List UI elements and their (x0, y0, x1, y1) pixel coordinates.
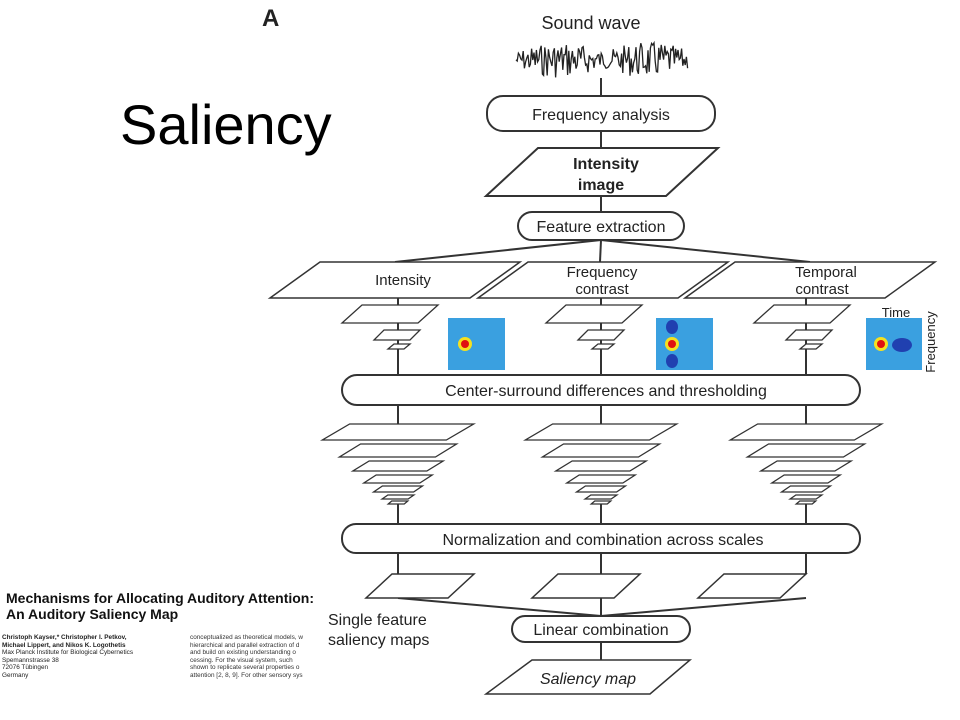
paper-excerpt: Mechanisms for Allocating Auditory Atten… (0, 586, 318, 720)
scale-level (589, 500, 613, 505)
kernel-intensity (448, 318, 505, 370)
paper-body-line: conceptualized as theoretical models, w (190, 634, 303, 641)
linear-combination-box (511, 615, 691, 643)
scale-level (727, 423, 885, 441)
feature-panel-temporal (682, 261, 938, 299)
single-feature-label-2: saliency maps (328, 632, 429, 649)
paper-authors: Christoph Kayser,* Christopher I. Petkov… (2, 634, 177, 680)
single-feature-label-1: Single feature (328, 612, 427, 629)
intensity-image-label-2: image (578, 177, 624, 194)
scale-level (540, 443, 662, 458)
scale-level (769, 474, 843, 484)
feature-label-frequency-2: contrast (575, 281, 629, 298)
connector-line (600, 597, 807, 617)
scale-level (779, 485, 833, 493)
connector-line (600, 239, 811, 263)
scale-level (794, 500, 818, 505)
paper-affiliation-line: Germany (2, 671, 29, 679)
kernel-temporal-contrast (866, 318, 922, 370)
scale-level (371, 485, 425, 493)
paper-body-line: hierarchical and parallel extraction of … (190, 641, 300, 649)
paper-title-line: Mechanisms for Allocating Auditory Atten… (6, 590, 315, 606)
feature-label-intensity: Intensity (375, 272, 431, 289)
center-surround-box (341, 374, 861, 406)
intensity-image-label-1: Intensity (573, 156, 639, 173)
connector-line (397, 597, 602, 617)
scale-level (788, 494, 824, 500)
pyramid-level (340, 304, 440, 324)
kernel-frequency-axis-label: Frequency (923, 311, 938, 373)
saliency-map-panel (483, 659, 693, 695)
paper-author-line: Michael Lippert, and Nikos K. Logothetis (2, 641, 126, 649)
normalization-label: Normalization and combination across sca… (442, 532, 763, 549)
linear-combination-label: Linear combination (533, 622, 668, 639)
scale-level (319, 423, 477, 441)
feature-extraction-label: Feature extraction (537, 219, 666, 236)
paper-body-text: conceptualized as theoretical models, w … (190, 634, 315, 680)
scale-level (583, 494, 619, 500)
feature-label-temporal-1: Temporal (795, 264, 857, 281)
scale-level (380, 494, 416, 500)
paper-title-line: An Auditory Saliency Map (6, 606, 179, 622)
scale-level (522, 423, 680, 441)
scale-level (386, 500, 410, 505)
connector-line (394, 239, 602, 263)
sound-wave-label: Sound wave (541, 13, 640, 33)
single-feature-map-intensity (364, 573, 476, 599)
normalization-box (341, 523, 861, 554)
pyramid-level (784, 329, 834, 341)
panel-letter: A (262, 5, 279, 32)
feature-label-frequency-1: Frequency (567, 264, 638, 281)
paper-body-line: attention [2, 8, 9]. For other sensory s… (190, 671, 303, 679)
feature-panel-frequency (475, 261, 731, 299)
pyramid-level (752, 304, 852, 324)
single-feature-map-frequency (530, 573, 642, 599)
feature-panel-intensity (267, 261, 523, 299)
scale-level (553, 460, 649, 472)
frequency-analysis-box (486, 95, 716, 132)
scale-level (574, 485, 628, 493)
scale-level (564, 474, 638, 484)
single-feature-map-temporal (696, 573, 808, 599)
pyramid-level (590, 343, 616, 350)
scale-level (350, 460, 446, 472)
paper-body-line: shown to replicate several properties o (190, 664, 300, 672)
scale-level (337, 443, 459, 458)
intensity-image-panel (483, 147, 721, 197)
kernel-time-axis-label: Time (882, 305, 910, 320)
paper-body-line: cessing. For the visual system, such (190, 656, 293, 664)
paper-author-line: Christoph Kayser,* Christopher I. Petkov… (2, 634, 127, 641)
paper-affiliation-line: 72076 Tübingen (2, 664, 49, 672)
kernel-frequency-contrast (656, 318, 713, 370)
center-surround-label: Center-surround differences and threshol… (445, 383, 767, 400)
paper-affiliation-line: Spemannstrasse 38 (2, 656, 59, 664)
scale-level (745, 443, 867, 458)
scale-level (758, 460, 854, 472)
feature-label-temporal-2: contrast (795, 281, 849, 298)
slide-title: Saliency (120, 93, 332, 156)
pyramid-level (372, 329, 422, 341)
pyramid-level (798, 343, 824, 350)
paper-affiliation-line: Max Planck Institute for Biological Cybe… (2, 649, 134, 657)
feature-extraction-box (517, 211, 685, 241)
scale-level (361, 474, 435, 484)
paper-title: Mechanisms for Allocating Auditory Atten… (6, 590, 326, 622)
frequency-analysis-label: Frequency analysis (532, 107, 670, 124)
connector-line (599, 239, 602, 263)
pyramid-level (386, 343, 412, 350)
paper-body-line: and build on existing understanding o (190, 649, 296, 657)
pyramid-level (576, 329, 626, 341)
saliency-map-label: Saliency map (540, 671, 636, 688)
sound-waveform (515, 40, 689, 78)
pyramid-level (544, 304, 644, 324)
